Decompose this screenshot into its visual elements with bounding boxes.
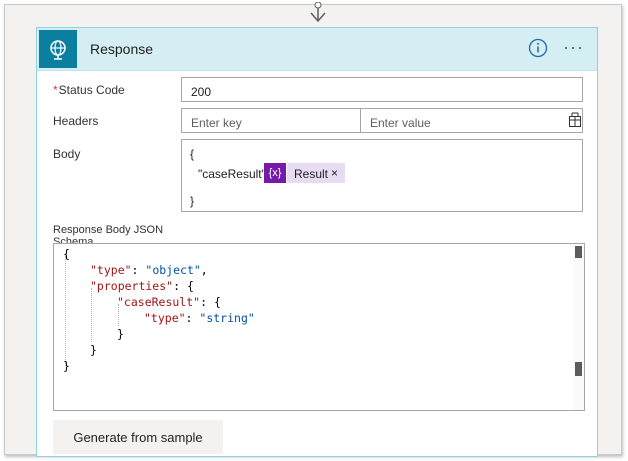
token-label: Result <box>294 167 329 181</box>
globe-icon <box>39 30 77 68</box>
more-icon[interactable]: ··· <box>563 37 584 57</box>
info-icon[interactable] <box>528 38 548 58</box>
editor-scrollbar[interactable] <box>574 244 584 410</box>
card-title: Response <box>90 41 154 57</box>
header-key-placeholder: Enter key <box>191 116 242 130</box>
status-code-input[interactable]: 200 <box>181 77 583 102</box>
indent-guide <box>91 288 92 342</box>
headers-label: Headers <box>53 114 99 128</box>
expression-token-icon: {x} <box>264 163 286 183</box>
code-line: "type": "object", <box>90 263 208 277</box>
body-open-brace: { <box>190 147 195 161</box>
indent-guide <box>65 256 66 366</box>
schema-label: Response Body JSON Schema <box>53 224 164 243</box>
body-key: "caseResult": <box>198 167 270 181</box>
code-line: "type": "string" <box>144 311 255 325</box>
indent-guide <box>118 304 119 326</box>
status-code-value: 200 <box>191 85 212 99</box>
code-line: } <box>90 343 97 357</box>
schema-code-editor[interactable]: { "type": "object", "properties": { "cas… <box>53 243 585 411</box>
response-action-card: Response ··· *Status Code 200 Headers En… <box>36 27 598 457</box>
code-line: } <box>63 359 70 373</box>
code-line: } <box>117 327 124 341</box>
remove-token-icon[interactable]: × <box>331 166 339 180</box>
scroll-thumb[interactable] <box>575 246 582 258</box>
code-line: "properties": { <box>90 279 194 293</box>
code-line: "caseResult": { <box>117 295 221 309</box>
generate-from-sample-button[interactable]: Generate from sample <box>53 420 223 454</box>
card-header[interactable]: Response ··· <box>37 28 597 71</box>
connector-arrow-icon <box>310 2 326 23</box>
dynamic-content-token[interactable]: Result × <box>287 163 345 183</box>
header-key-input[interactable]: Enter key <box>181 108 361 133</box>
body-close-brace: } <box>190 194 195 208</box>
status-code-label: *Status Code <box>53 83 125 97</box>
scroll-thumb[interactable] <box>575 362 582 376</box>
header-value-placeholder: Enter value <box>370 116 431 130</box>
code-line: { <box>63 247 70 261</box>
switch-mode-icon[interactable] <box>567 112 583 128</box>
required-mark: * <box>53 83 58 97</box>
header-value-input[interactable]: Enter value <box>360 108 583 133</box>
body-label: Body <box>53 147 81 161</box>
body-input[interactable]: { "caseResult": {x} Result × } <box>181 139 583 212</box>
